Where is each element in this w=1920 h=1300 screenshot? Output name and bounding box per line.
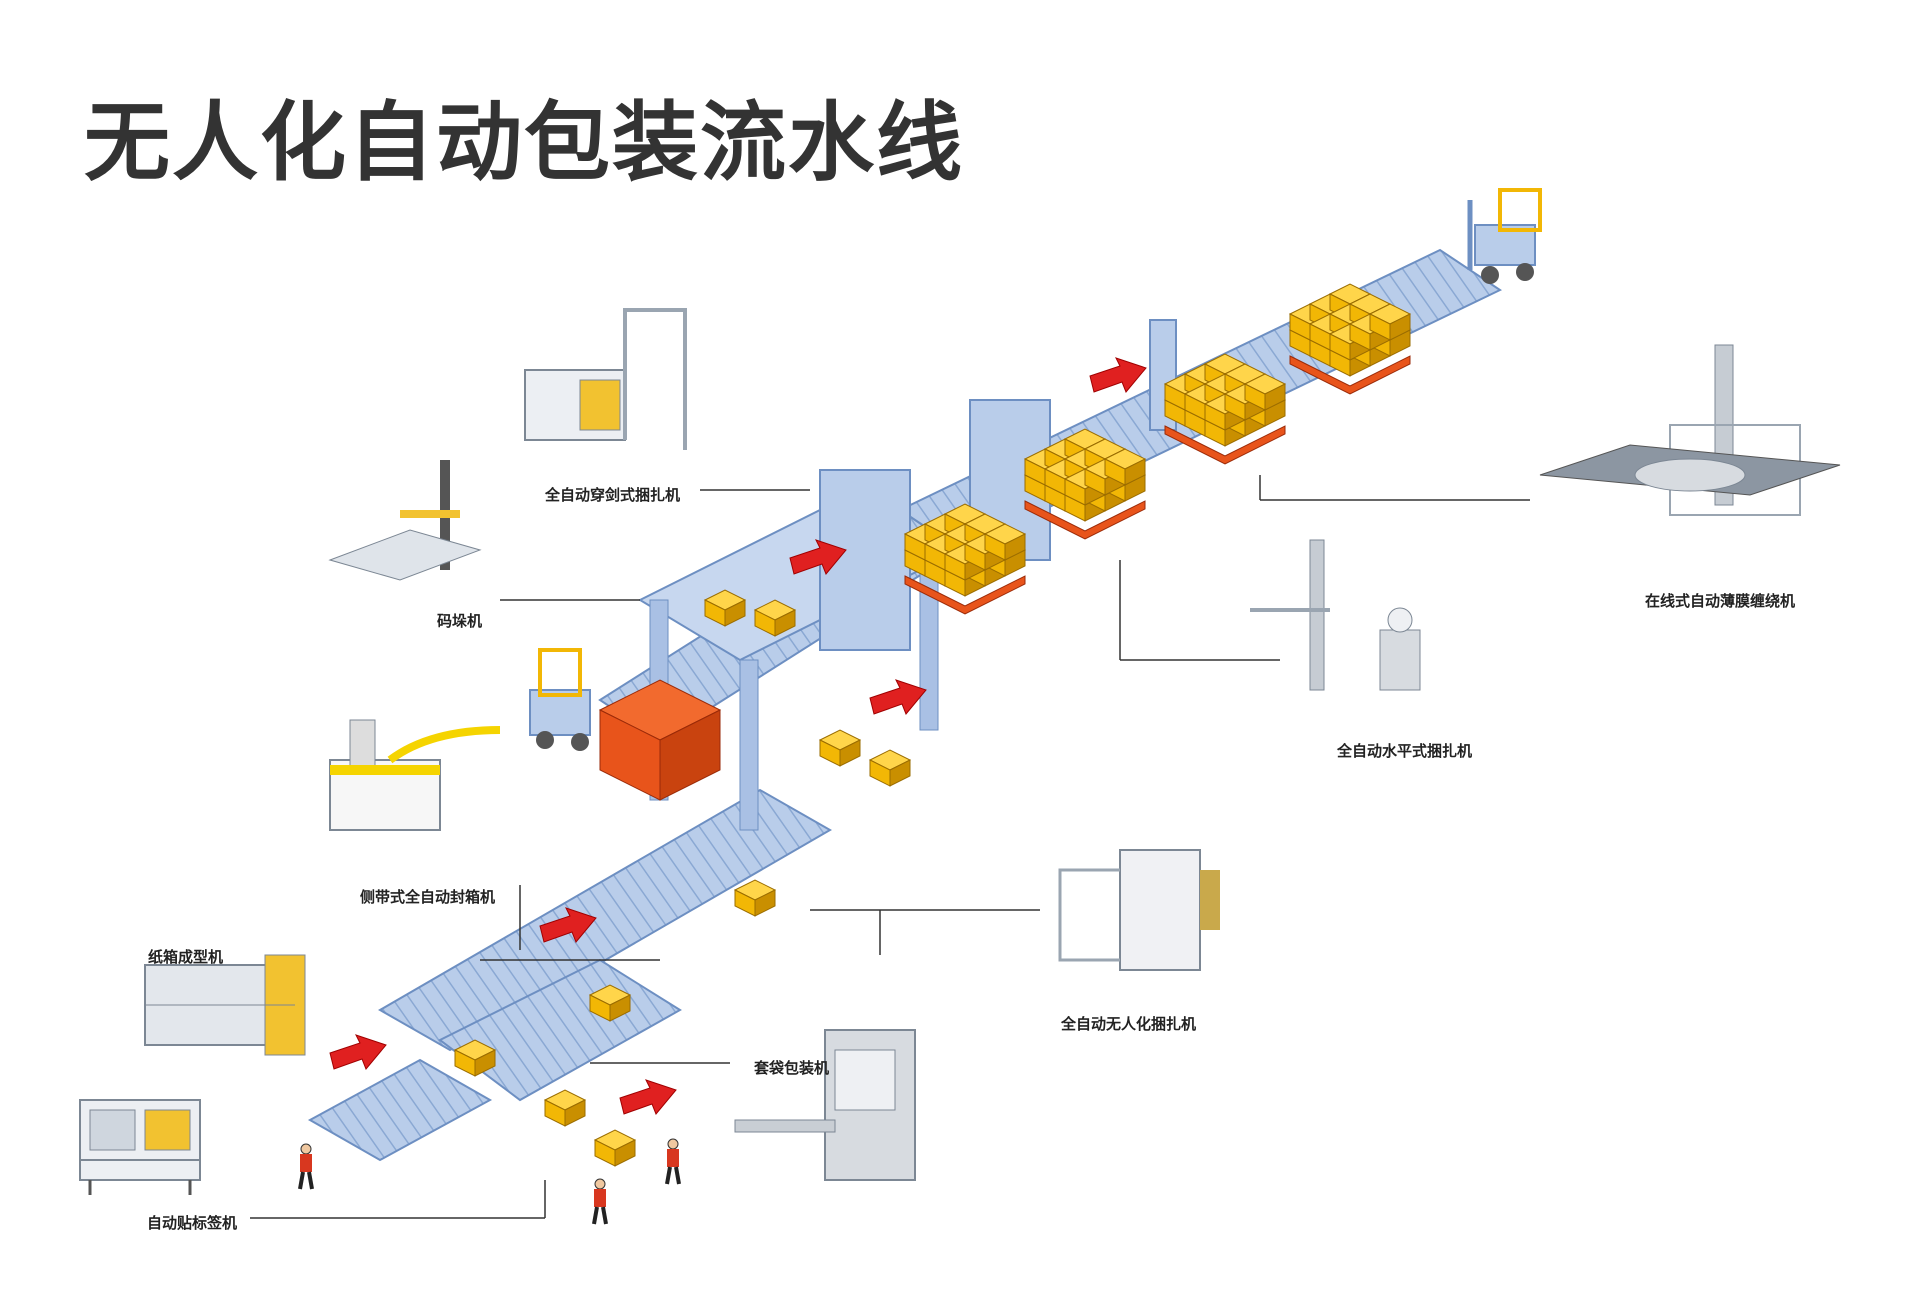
carton bbox=[544, 1089, 586, 1127]
worker bbox=[665, 1137, 681, 1186]
entry-conveyor bbox=[307, 1058, 493, 1162]
worker bbox=[298, 1142, 314, 1191]
thumb-strapping-sword bbox=[524, 308, 687, 450]
thumb-unmanned-strapping bbox=[1058, 849, 1220, 971]
leader-lines bbox=[250, 475, 1530, 1219]
label-palletizer: 码垛机 bbox=[437, 612, 483, 630]
label-film-wrapper: 在线式自动薄膜缠绕机 bbox=[1645, 592, 1796, 610]
thumb-carton-erector bbox=[144, 954, 306, 1056]
main-conveyor-lower bbox=[377, 788, 833, 1052]
forklift-top bbox=[1467, 188, 1542, 284]
flow-arrow bbox=[329, 1034, 387, 1070]
flow-arrow bbox=[1089, 357, 1147, 393]
thumb-bagging bbox=[734, 1029, 916, 1181]
carton bbox=[734, 879, 776, 917]
label-labeler: 自动贴标签机 bbox=[147, 1214, 238, 1232]
forklift-left bbox=[529, 648, 591, 751]
thumb-palletizer bbox=[328, 460, 482, 581]
flow-arrow bbox=[619, 1079, 677, 1115]
carton bbox=[869, 749, 911, 787]
label-unmanned-strapping: 全自动无人化捆扎机 bbox=[1061, 1015, 1197, 1033]
worker bbox=[592, 1177, 608, 1226]
thumb-labeler bbox=[78, 1098, 202, 1197]
thumb-film-wrapper bbox=[1539, 344, 1841, 516]
thumb-case-sealer bbox=[329, 719, 501, 831]
empty-pallet-stack bbox=[598, 679, 722, 801]
carton bbox=[594, 1129, 636, 1167]
label-strapping-sword: 全自动穿剑式捆扎机 bbox=[545, 486, 681, 504]
carton bbox=[819, 729, 861, 767]
label-carton-erector: 纸箱成型机 bbox=[148, 948, 224, 966]
page-title: 无人化自动包装流水线 bbox=[84, 93, 964, 193]
thumb-horizontal-strapping bbox=[1250, 539, 1421, 691]
label-case-sealer: 侧带式全自动封箱机 bbox=[360, 888, 496, 906]
label-horizontal-strapping: 全自动水平式捆扎机 bbox=[1337, 742, 1473, 760]
flow-arrow bbox=[869, 679, 927, 715]
label-bagging: 套袋包装机 bbox=[754, 1059, 830, 1077]
